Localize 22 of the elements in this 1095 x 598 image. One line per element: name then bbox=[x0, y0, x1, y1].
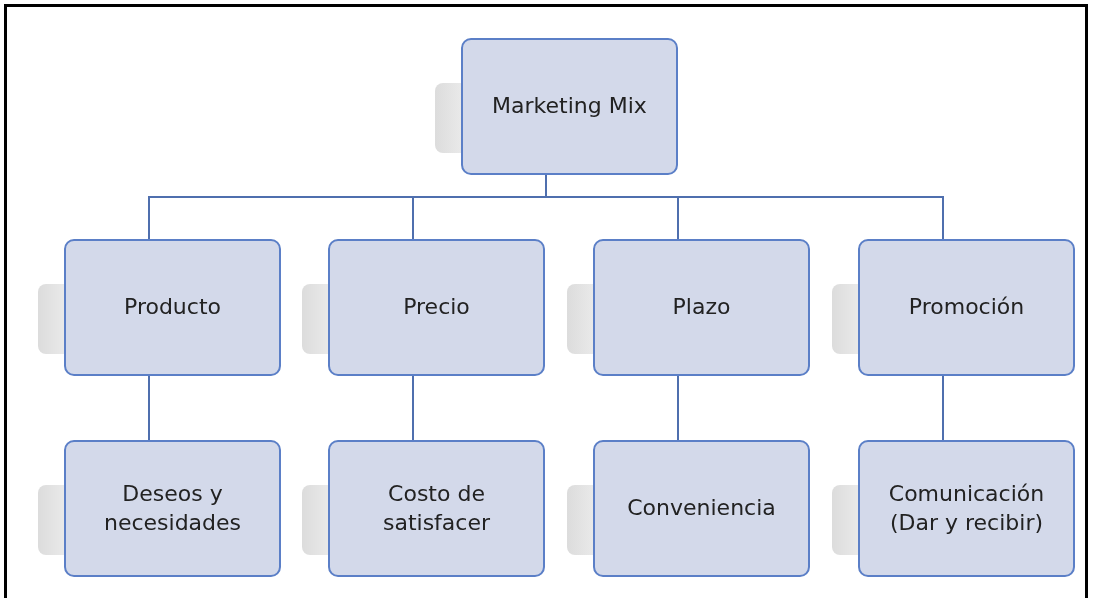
box-label: Conveniencia bbox=[626, 494, 777, 523]
connector-line bbox=[942, 375, 944, 441]
connector-line bbox=[412, 375, 414, 441]
box-label: Precio bbox=[402, 293, 471, 322]
process-box bbox=[64, 440, 281, 577]
process-box bbox=[64, 239, 281, 376]
process-box bbox=[328, 440, 545, 577]
box-label: Costo de satisfacer bbox=[381, 479, 491, 537]
connector-line bbox=[148, 375, 150, 441]
box-label: Comunicación (Dar y recibir) bbox=[887, 479, 1046, 537]
box-label: Marketing Mix bbox=[491, 92, 648, 121]
process-box bbox=[328, 239, 545, 376]
process-box bbox=[593, 440, 810, 577]
process-box bbox=[858, 440, 1075, 577]
process-box bbox=[858, 239, 1075, 376]
process-box bbox=[593, 239, 810, 376]
process-box bbox=[461, 38, 678, 175]
box-label: Deseos y necesidades bbox=[102, 479, 243, 537]
box-label: Promoción bbox=[907, 293, 1026, 322]
box-label: Producto bbox=[123, 293, 222, 322]
box-label: Plazo bbox=[671, 293, 732, 322]
connector-line bbox=[677, 375, 679, 441]
